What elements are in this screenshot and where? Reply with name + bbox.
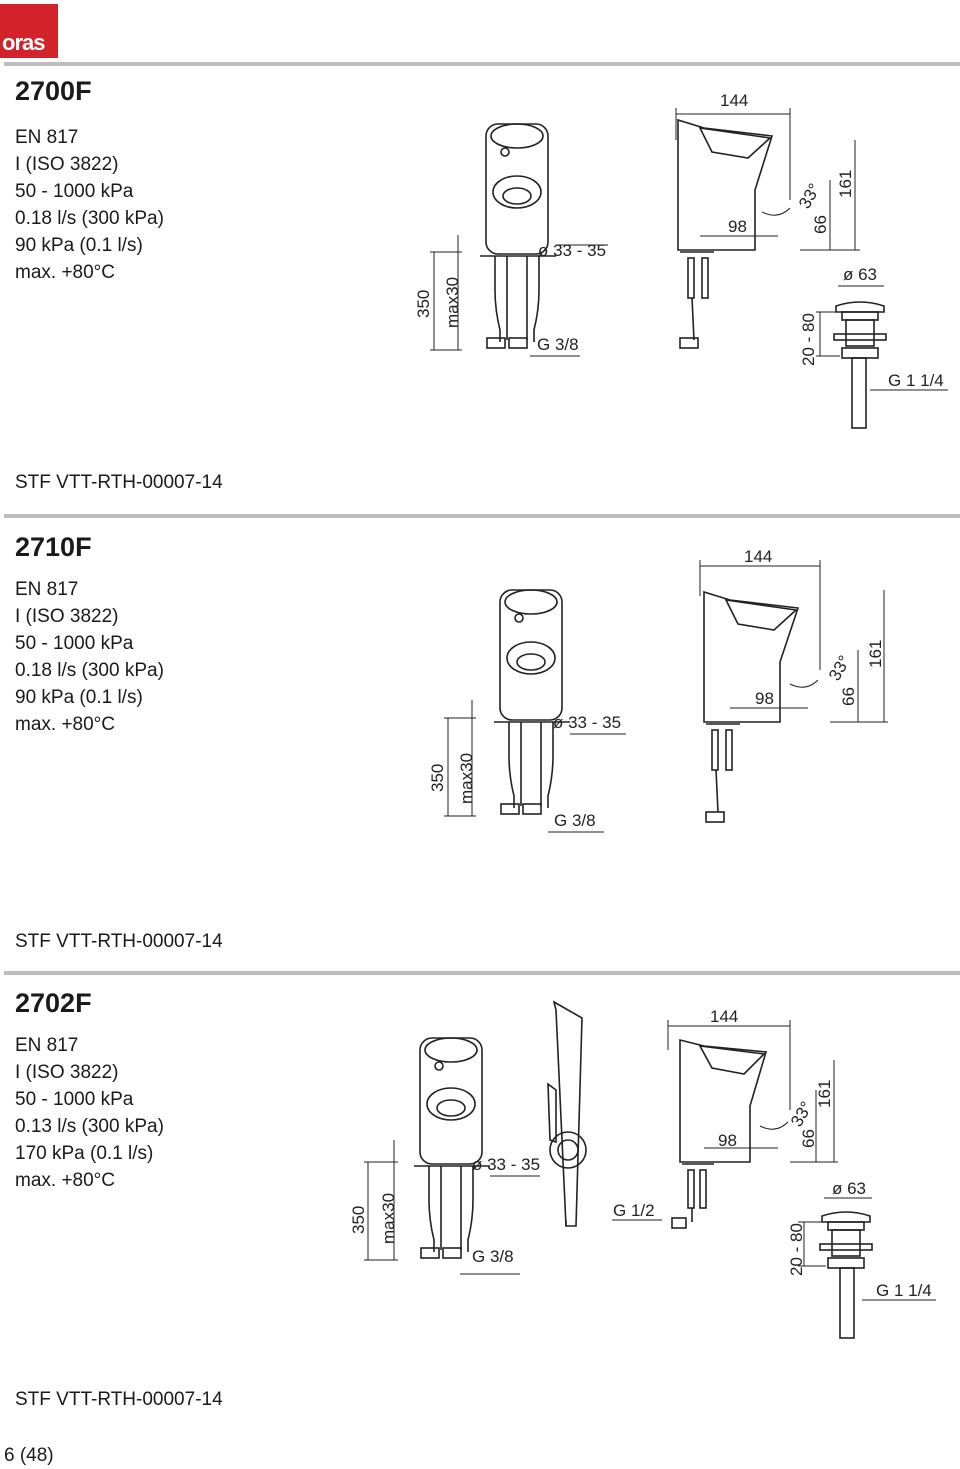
- model-title: 2702F: [15, 988, 92, 1018]
- dim-h2: 161: [836, 170, 855, 198]
- spec-pressure-at-flow: 170 kPa (0.1 l/s): [15, 1143, 154, 1164]
- waste-valve: [819, 1211, 873, 1339]
- section-divider: [4, 514, 960, 518]
- dim-angle: 33°: [787, 1098, 816, 1130]
- dim-reach: 98: [718, 1131, 737, 1150]
- dim-thread: G 3/8: [537, 335, 579, 354]
- dim-thread: G 3/8: [554, 811, 596, 830]
- dim-waste-range: 20 - 80: [787, 1223, 806, 1276]
- dim-h2: 161: [866, 640, 885, 668]
- certification: STF VTT-RTH-00007-14: [15, 472, 223, 493]
- faucet-side-view: [671, 1038, 768, 1229]
- spec-flow: 0.18 l/s (300 kPa): [15, 208, 164, 229]
- spec-list: EN 817 I (ISO 3822) 50 - 1000 kPa 0.18 l…: [15, 124, 164, 286]
- spec-pressure-at-flow: 90 kPa (0.1 l/s): [15, 687, 143, 708]
- spec-standard: EN 817: [15, 579, 79, 600]
- spec-pressure-at-flow: 90 kPa (0.1 l/s): [15, 235, 143, 256]
- faucet-side-view: [677, 118, 774, 349]
- dim-max-height: max30: [379, 1193, 398, 1244]
- spec-pressure: 50 - 1000 kPa: [15, 1089, 134, 1110]
- faucet-front-view: [414, 1037, 540, 1259]
- spec-list: EN 817 I (ISO 3822) 50 - 1000 kPa 0.13 l…: [15, 1032, 164, 1194]
- dim-diameter: ø 33 - 35: [553, 713, 621, 732]
- certification: STF VTT-RTH-00007-14: [15, 931, 223, 952]
- faucet-front-view: [494, 589, 626, 815]
- spec-class: I (ISO 3822): [15, 1062, 119, 1083]
- faucet-side-view: [703, 590, 800, 823]
- dim-height: 350: [428, 764, 447, 792]
- hand-shower: [547, 1000, 587, 1227]
- spec-flow: 0.13 l/s (300 kPa): [15, 1116, 164, 1137]
- dim-angle: 33°: [795, 180, 824, 212]
- certification: STF VTT-RTH-00007-14: [15, 1389, 223, 1410]
- spec-max-temp: max. +80°C: [15, 1170, 116, 1191]
- dim-shower-thread: G 1/2: [613, 1201, 655, 1220]
- faucet-front-view: [480, 123, 608, 349]
- spec-standard: EN 817: [15, 127, 79, 148]
- dim-waste-diameter: ø 63: [832, 1179, 866, 1198]
- spec-max-temp: max. +80°C: [15, 262, 116, 283]
- model-title: 2700F: [15, 76, 92, 106]
- dim-height: 350: [414, 290, 433, 318]
- spec-max-temp: max. +80°C: [15, 714, 116, 735]
- spec-class: I (ISO 3822): [15, 606, 119, 627]
- spec-flow: 0.18 l/s (300 kPa): [15, 660, 164, 681]
- dim-h1: 66: [811, 215, 830, 234]
- dim-waste-thread: G 1 1/4: [876, 1281, 932, 1300]
- dim-height: 350: [349, 1206, 368, 1234]
- dim-max-height: max30: [443, 277, 462, 328]
- technical-drawing: 350 max30 ø 33 - 35 G 3/8 144 98 33° 66 …: [428, 547, 888, 833]
- dim-waste-range: 20 - 80: [799, 313, 818, 366]
- spec-pressure: 50 - 1000 kPa: [15, 633, 134, 654]
- spec-list: EN 817 I (ISO 3822) 50 - 1000 kPa 0.18 l…: [15, 576, 164, 738]
- dim-h1: 66: [799, 1129, 818, 1148]
- waste-valve: [833, 301, 887, 429]
- dim-waste-thread: G 1 1/4: [888, 371, 944, 390]
- section-divider: [4, 971, 960, 975]
- dim-width: 144: [744, 547, 772, 566]
- dim-thread: G 3/8: [472, 1247, 514, 1266]
- dim-diameter: ø 33 - 35: [472, 1155, 540, 1174]
- page-number: 6 (48): [4, 1445, 54, 1466]
- dim-h1: 66: [839, 687, 858, 706]
- dim-max-height: max30: [457, 753, 476, 804]
- spec-standard: EN 817: [15, 1035, 79, 1056]
- dim-h2: 161: [815, 1080, 834, 1108]
- dim-diameter: ø 33 - 35: [538, 241, 606, 260]
- dim-width: 144: [710, 1007, 738, 1026]
- dim-reach: 98: [728, 217, 747, 236]
- spec-pressure: 50 - 1000 kPa: [15, 181, 134, 202]
- technical-drawing: 350 max30 ø 33 - 35 G 3/8 144 98 33° 66 …: [414, 91, 948, 429]
- model-title: 2710F: [15, 532, 92, 562]
- brand-logo-text: oras: [2, 30, 45, 55]
- dim-width: 144: [720, 91, 748, 110]
- dim-angle: 33°: [825, 652, 854, 684]
- spec-class: I (ISO 3822): [15, 154, 119, 175]
- technical-drawing: 350 max30 ø 33 - 35 G 3/8 G 1/2 144 98 3…: [349, 1000, 936, 1339]
- dim-reach: 98: [755, 689, 774, 708]
- brand-logo: oras: [0, 4, 58, 58]
- section-divider: [4, 62, 960, 66]
- dim-waste-diameter: ø 63: [843, 265, 877, 284]
